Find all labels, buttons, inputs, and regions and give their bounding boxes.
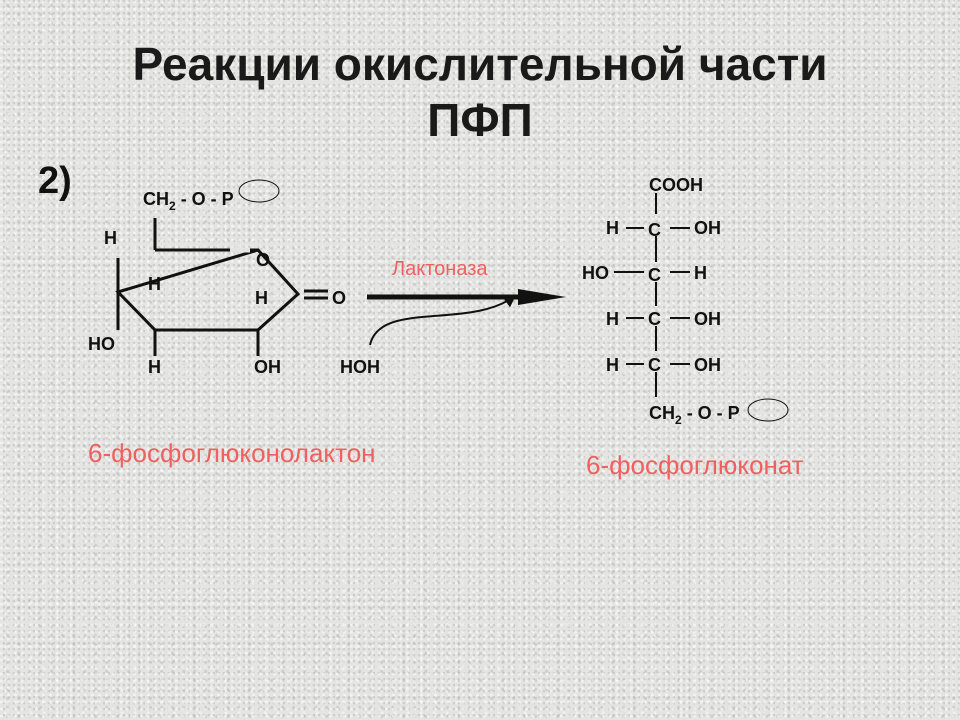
lactone-h-top: H bbox=[104, 228, 117, 248]
gluconate-row3-left: H bbox=[606, 309, 619, 329]
gluconate-row2-left: HO bbox=[582, 263, 609, 283]
gluconate-row4-c: C bbox=[648, 355, 661, 375]
step-number: 2) bbox=[38, 160, 72, 202]
gluconate-row2-c: C bbox=[648, 265, 661, 285]
gluconate-row4-right: OH bbox=[694, 355, 721, 375]
gluconate-row1-c: C bbox=[648, 220, 661, 240]
gluconate-ch2-label: CH2 - O - P bbox=[649, 403, 740, 427]
gluconate-cooh: COOH bbox=[649, 175, 703, 195]
caption-gluconate: 6-фосфоглюконат bbox=[586, 450, 804, 480]
phosphate-circle-left bbox=[238, 179, 280, 203]
caption-lactone: 6-фосфоглюконолактон bbox=[88, 438, 376, 468]
phosphate-circle-right bbox=[747, 398, 789, 422]
lactone-oh-c2: OH bbox=[254, 357, 281, 377]
gluconate-row4-left: H bbox=[606, 355, 619, 375]
lactone-ch2-label: CH2 - O - P bbox=[143, 189, 234, 213]
lactone-ho: HO bbox=[88, 334, 115, 354]
gluconate-row3-c: C bbox=[648, 309, 661, 329]
gluconate-row1-left: H bbox=[606, 218, 619, 238]
slide-title-line1: Реакции окислительной части bbox=[132, 38, 828, 90]
lactone-h-c4: H bbox=[148, 274, 161, 294]
water-curved-arrow bbox=[369, 295, 516, 346]
lactone-structure bbox=[115, 218, 328, 356]
reaction-arrow bbox=[367, 289, 566, 346]
water-label: HOH bbox=[340, 357, 380, 377]
lactone-h-c3: H bbox=[148, 357, 161, 377]
enzyme-label: Лактоназа bbox=[392, 258, 488, 280]
lactone-ring-o: O bbox=[256, 250, 270, 270]
slide-title-line2: ПФП bbox=[427, 94, 533, 146]
gluconate-row2-right: H bbox=[694, 263, 707, 283]
gluconate-structure bbox=[614, 193, 690, 397]
gluconate-row1-right: OH bbox=[694, 218, 721, 238]
lactone-carbonyl-o: O bbox=[332, 288, 346, 308]
ring-bonds bbox=[115, 248, 301, 332]
gluconate-row3-right: OH bbox=[694, 309, 721, 329]
lactone-h-c2: H bbox=[255, 288, 268, 308]
